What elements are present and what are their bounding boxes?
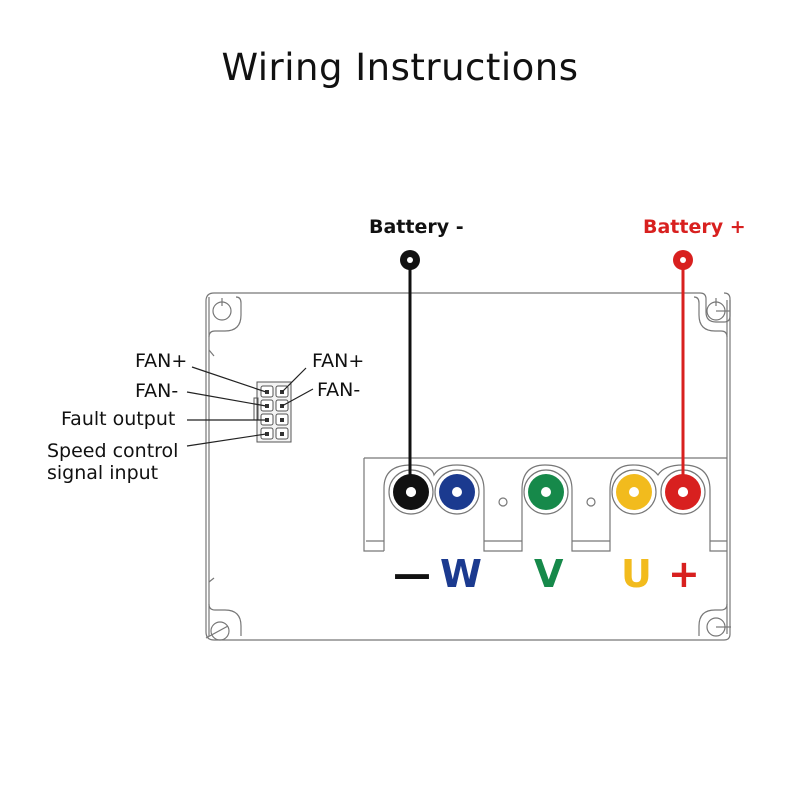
terminal-label-u: U — [621, 552, 652, 596]
terminal-label-positive: + — [668, 552, 700, 596]
terminal-label-w: W — [440, 552, 482, 596]
pin-label-speed-control-line2: signal input — [47, 462, 159, 484]
leader-fan-plus-right — [281, 367, 307, 393]
pin-label-fan-plus-right: FAN+ — [312, 350, 365, 372]
signal-connector — [253, 381, 292, 443]
terminal-u — [611, 469, 657, 515]
pin-label-fault-output: Fault output — [61, 408, 176, 430]
pin-label-fan-plus-left: FAN+ — [135, 350, 188, 372]
battery-negative-label: Battery - — [369, 216, 464, 238]
terminal-v — [523, 469, 569, 515]
battery-positive-wire — [673, 250, 693, 497]
battery-positive-label: Battery + — [643, 216, 746, 238]
pin-label-fan-minus-right: FAN- — [317, 379, 361, 401]
pin-label-fan-minus-left: FAN- — [135, 380, 179, 402]
terminal-label-negative: — — [393, 552, 431, 596]
terminal-block — [363, 457, 727, 552]
leader-lines — [186, 366, 314, 447]
battery-negative-wire — [400, 250, 420, 497]
leader-speed-control — [186, 433, 267, 447]
pin-label-speed-control-line1: Speed control — [47, 440, 179, 462]
leader-fan-plus-left — [191, 366, 267, 393]
page-title: Wiring Instructions — [221, 46, 579, 89]
terminal-label-v: V — [534, 552, 564, 596]
terminal-w — [434, 469, 480, 515]
leader-fan-minus-left — [186, 391, 267, 407]
leader-fan-minus-right — [281, 388, 314, 407]
controller-housing — [205, 292, 731, 641]
